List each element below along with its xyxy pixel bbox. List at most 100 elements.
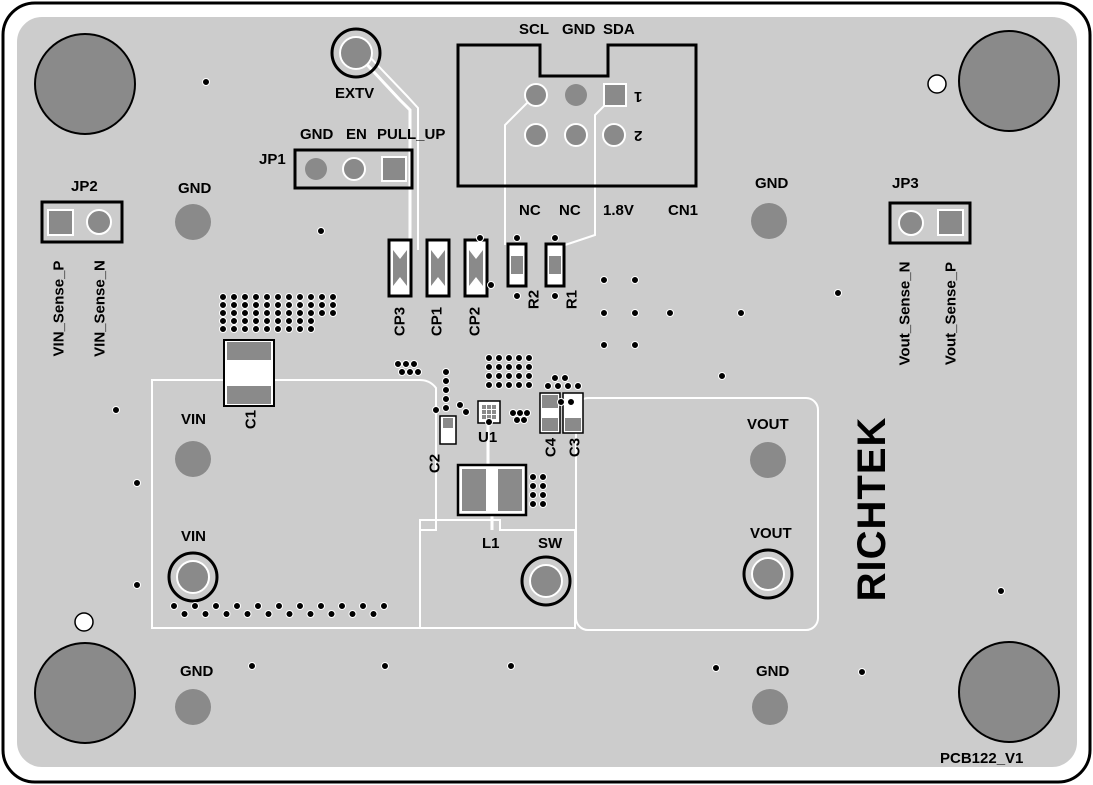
via: [495, 354, 503, 362]
r2-footprint: [506, 242, 528, 288]
board-copper: [15, 15, 1079, 769]
via: [539, 482, 547, 490]
via: [442, 377, 450, 385]
via: [307, 301, 315, 309]
tp-vout-big: [742, 548, 794, 600]
cn1-label-1v8: 1.8V: [603, 202, 634, 219]
via: [513, 416, 521, 424]
pad-gnd-br: [752, 689, 788, 725]
via: [525, 381, 533, 389]
via: [230, 309, 238, 317]
via: [551, 292, 559, 300]
via: [133, 581, 141, 589]
via: [230, 325, 238, 333]
mounting-hole-br: [958, 641, 1060, 743]
via: [485, 372, 493, 380]
cn1-ref: CN1: [668, 202, 699, 219]
via: [274, 293, 282, 301]
via: [296, 317, 304, 325]
via: [442, 395, 450, 403]
via: [317, 602, 325, 610]
pad-vin: [175, 441, 211, 477]
cn1-pin-marker-2: 2: [634, 127, 643, 144]
vin-label-2: VIN: [181, 528, 207, 545]
via: [318, 309, 326, 317]
tp-extv-inner: [339, 36, 373, 70]
via: [551, 374, 559, 382]
via: [296, 301, 304, 309]
cn1-label-gnd: GND: [562, 21, 596, 38]
via: [219, 317, 227, 325]
cn1-label-sda: SDA: [603, 21, 635, 38]
via: [485, 354, 493, 362]
via: [307, 317, 315, 325]
tp-vin-big: [167, 551, 219, 603]
via: [523, 409, 531, 417]
gnd-label-bl: GND: [180, 663, 214, 680]
tp-extv: [330, 27, 382, 79]
tp-sw-inner: [529, 564, 563, 598]
via: [414, 368, 422, 376]
via: [241, 293, 249, 301]
c2-label: C2: [426, 453, 444, 474]
via: [529, 473, 537, 481]
via: [737, 309, 745, 317]
jp1-body: [293, 148, 414, 190]
via: [442, 404, 450, 412]
via: [513, 292, 521, 300]
via: [544, 382, 552, 390]
cp2-footprint: [463, 238, 489, 298]
via: [410, 360, 418, 368]
mounting-hole-bl: [34, 642, 136, 744]
cn1-pin-nc1: [524, 123, 548, 147]
mounting-hole-tl: [34, 33, 136, 135]
via: [329, 309, 337, 317]
scl-trace: [504, 94, 536, 245]
via: [248, 662, 256, 670]
r1-label: R1: [563, 289, 581, 310]
via: [515, 354, 523, 362]
via: [495, 372, 503, 380]
c1-footprint: [223, 339, 275, 407]
c3-label: C3: [566, 437, 584, 458]
via: [564, 382, 572, 390]
jp1-label-gnd: GND: [300, 126, 334, 143]
via: [529, 500, 537, 508]
tp-vin-big-inner: [176, 560, 210, 594]
cp1-footprint: [425, 238, 451, 298]
via: [252, 309, 260, 317]
via: [241, 325, 249, 333]
u1-pins: [482, 405, 496, 419]
vout-label-1: VOUT: [747, 416, 789, 433]
tp-vout-big-inner: [751, 557, 785, 591]
via: [515, 381, 523, 389]
via: [230, 293, 238, 301]
via: [442, 386, 450, 394]
via: [631, 276, 639, 284]
jp1-pin-pullup: [381, 156, 407, 182]
via: [318, 301, 326, 309]
via: [285, 309, 293, 317]
cp2-label: CP2: [466, 306, 484, 337]
via: [241, 309, 249, 317]
via: [170, 602, 178, 610]
via: [574, 382, 582, 390]
via: [631, 341, 639, 349]
via: [241, 301, 249, 309]
u1-label: U1: [478, 429, 498, 446]
via: [551, 234, 559, 242]
jp1-ref: JP1: [259, 151, 286, 168]
via: [201, 610, 210, 618]
sw-plane-outline: [419, 519, 576, 629]
via: [202, 78, 210, 86]
via: [285, 301, 293, 309]
vout-plane-outline: [575, 397, 819, 631]
via: [112, 406, 120, 414]
via: [285, 293, 293, 301]
via: [539, 473, 547, 481]
via: [317, 227, 325, 235]
via: [402, 360, 410, 368]
jp3-body: [888, 201, 972, 245]
jp1-pin-en: [342, 157, 366, 181]
via-array: [112, 78, 1005, 676]
